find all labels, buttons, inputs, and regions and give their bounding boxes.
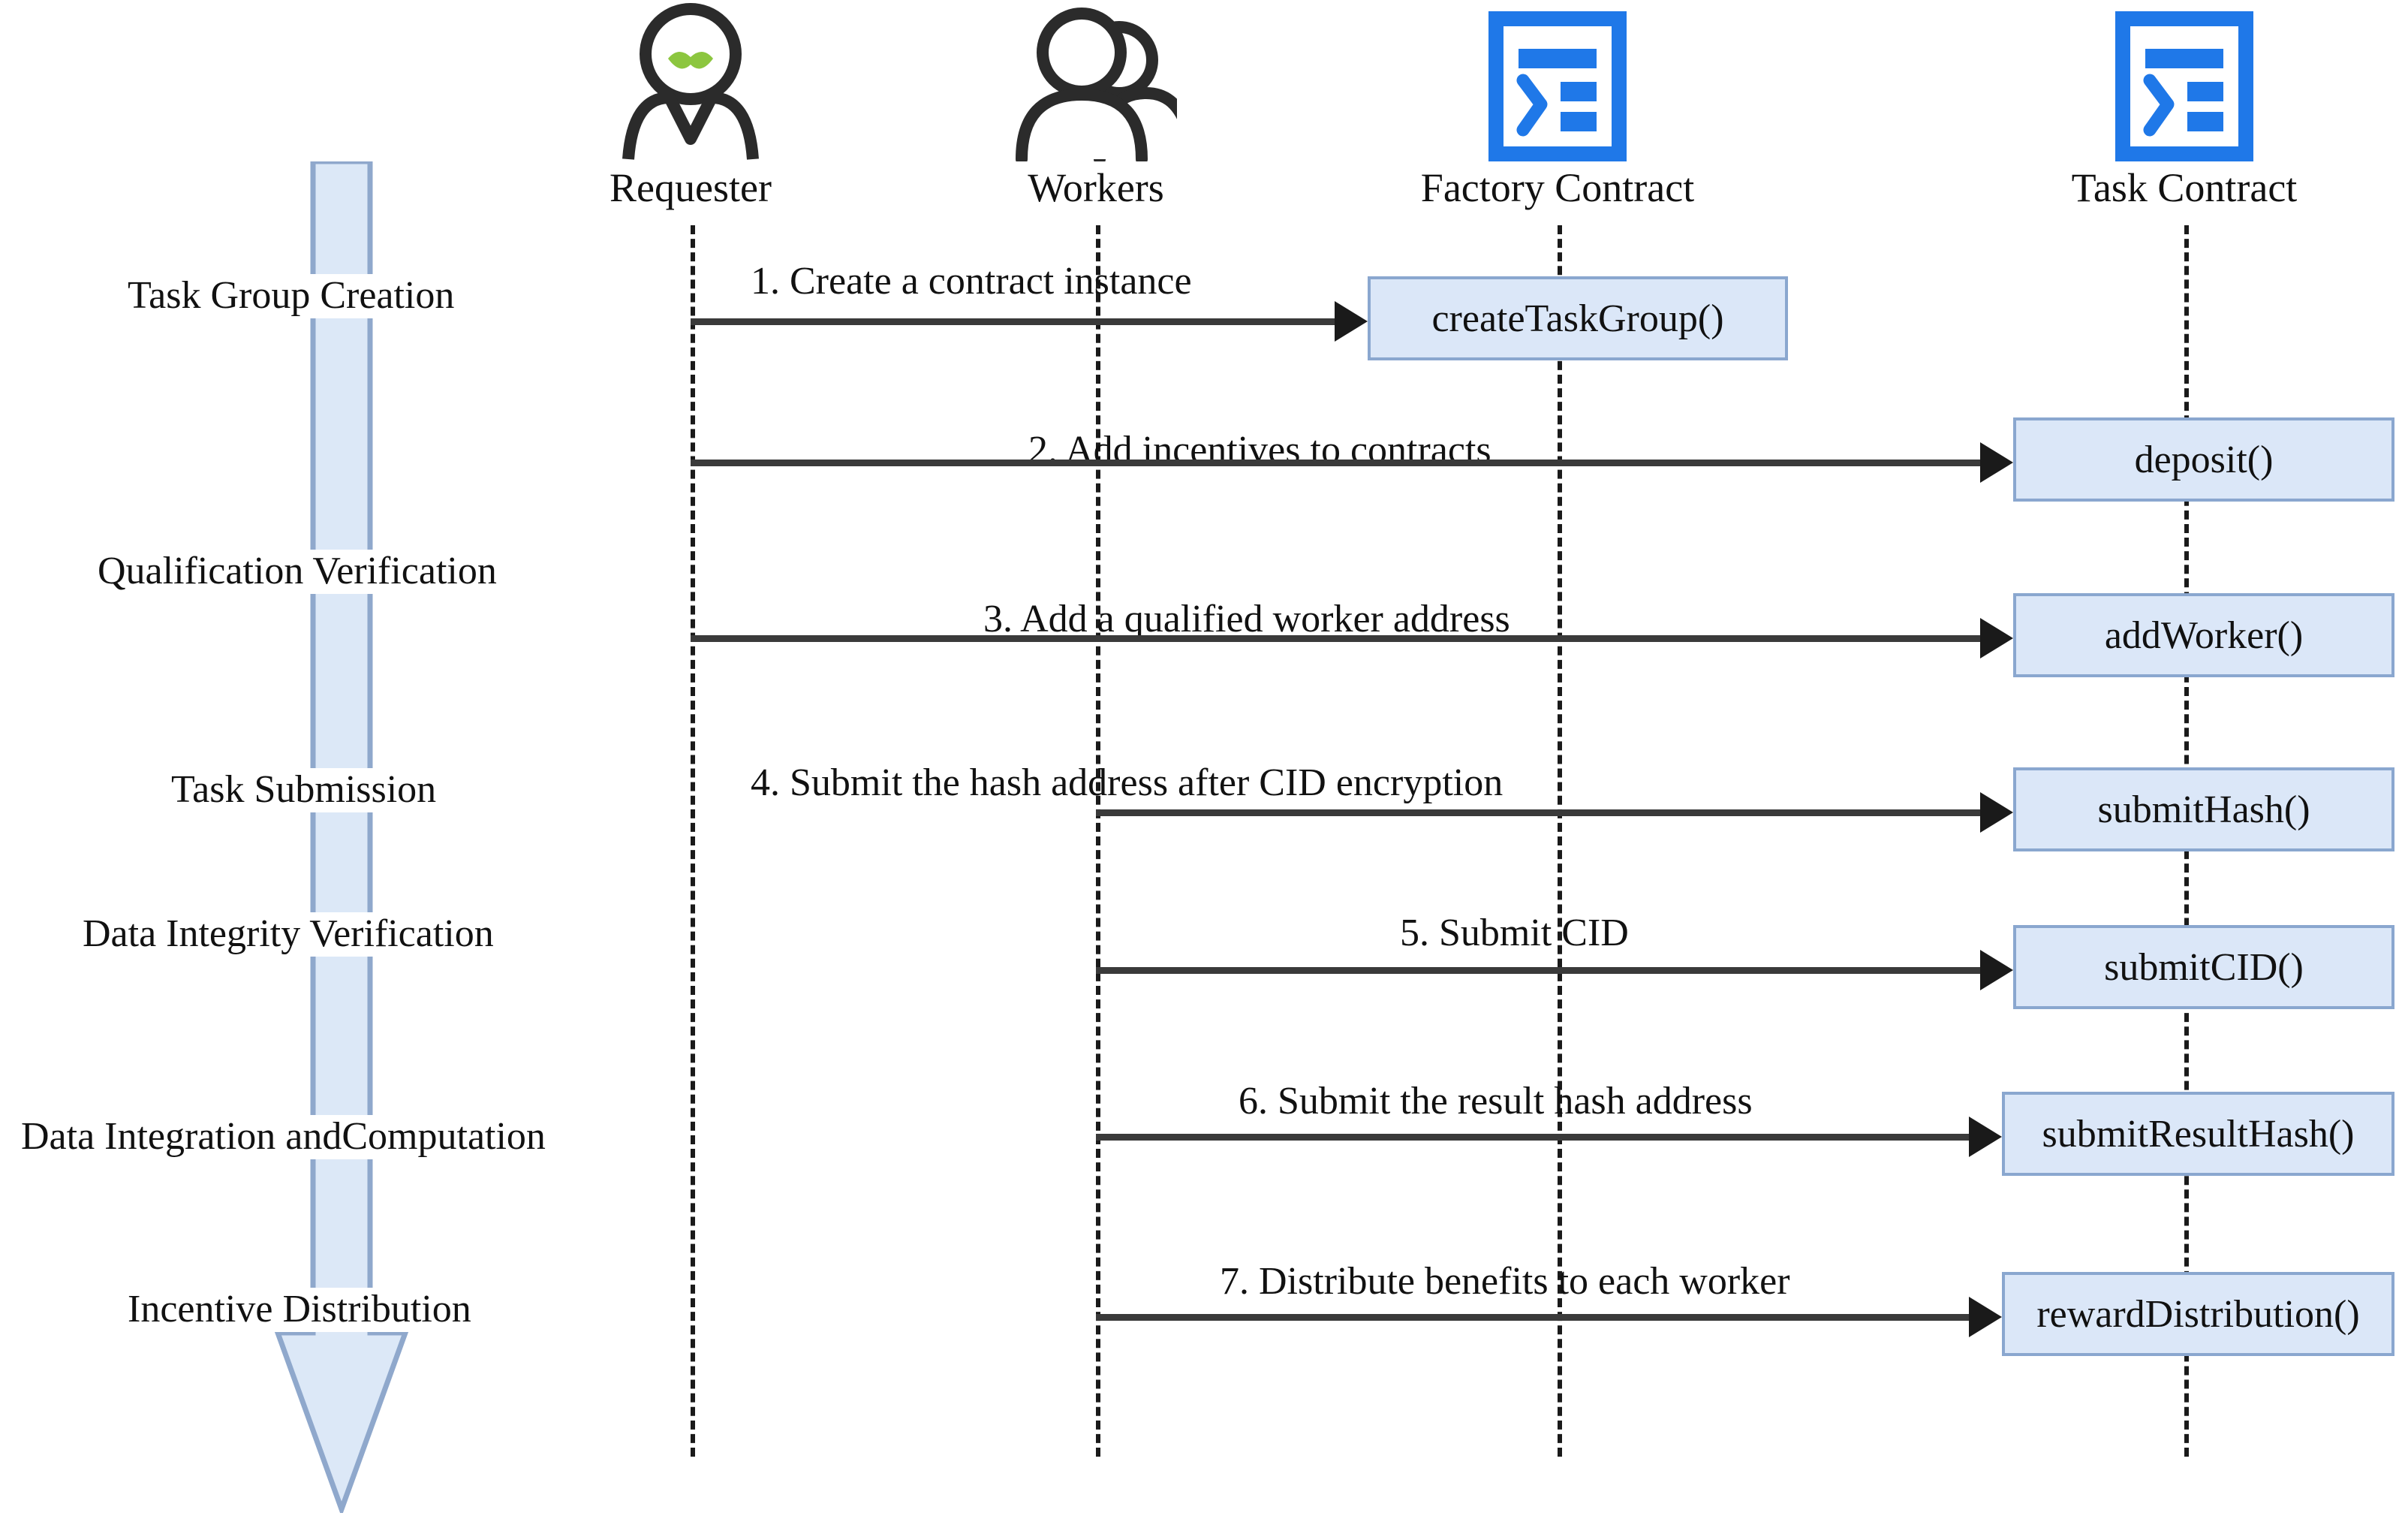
actor-workers: Workers	[901, 0, 1291, 211]
message-arrowhead-4	[1980, 792, 2013, 833]
message-label-4: 4. Submit the hash address after CID enc…	[751, 761, 1503, 804]
actor-factory-contract: Factory Contract	[1362, 0, 1753, 211]
lifeline-factory-contract	[1558, 225, 1562, 1457]
method-box-createTaskGroup[interactable]: createTaskGroup()	[1368, 276, 1788, 360]
lifeline-requester	[691, 225, 695, 1457]
method-box-deposit[interactable]: deposit()	[2013, 417, 2394, 502]
actor-label-requester: Requester	[610, 165, 772, 210]
message-arrowhead-5	[1980, 950, 2013, 990]
phase-label-task-submission: Task Submission	[164, 768, 444, 812]
phase-progress-arrow	[274, 161, 409, 1513]
message-arrowhead-2	[1980, 442, 2013, 483]
message-line-7	[1096, 1314, 1970, 1321]
contract-console-glyph	[1488, 11, 1627, 161]
people-group-icon	[901, 0, 1291, 161]
contract-console-icon-factory	[1362, 0, 1753, 161]
contract-console-glyph	[2115, 11, 2253, 161]
method-box-submitResultHash[interactable]: submitResultHash()	[2002, 1092, 2394, 1176]
person-mustache-icon	[495, 0, 886, 161]
actor-label-task-contract: Task Contract	[2071, 165, 2298, 210]
method-box-submitHash[interactable]: submitHash()	[2013, 767, 2394, 851]
message-arrowhead-1	[1335, 301, 1368, 342]
message-arrowhead-6	[1969, 1117, 2002, 1157]
phase-label-task-group-creation: Task Group Creation	[120, 274, 462, 318]
message-line-4	[1096, 809, 1982, 816]
message-arrowhead-7	[1969, 1297, 2002, 1337]
message-label-6: 6. Submit the result hash address	[1239, 1080, 1753, 1123]
actor-label-factory-contract: Factory Contract	[1420, 165, 1695, 210]
method-box-submitCID[interactable]: submitCID()	[2013, 925, 2394, 1009]
message-line-5	[1096, 967, 1982, 974]
method-box-rewardDistribution[interactable]: rewardDistribution()	[2002, 1272, 2394, 1356]
actor-task-contract: Task Contract	[1989, 0, 2379, 211]
message-label-7: 7. Distribute benefits to each worker	[1220, 1260, 1790, 1303]
person-mustache-glyph	[622, 3, 759, 160]
phase-label-qualification-verification: Qualification Verification	[90, 550, 504, 594]
message-arrowhead-3	[1980, 618, 2013, 658]
lifeline-workers	[1096, 225, 1100, 1457]
actor-label-workers: Workers	[1028, 165, 1164, 210]
phase-label-incentive-distribution: Incentive Distribution	[120, 1288, 479, 1332]
actor-requester: Requester	[495, 0, 886, 211]
people-group-glyph	[1015, 8, 1177, 161]
contract-console-icon-task	[1989, 0, 2379, 161]
message-label-5: 5. Submit CID	[1400, 912, 1629, 954]
message-line-3	[691, 635, 1982, 642]
message-line-1	[691, 318, 1336, 325]
method-box-addWorker[interactable]: addWorker()	[2013, 593, 2394, 677]
message-label-3: 3. Add a qualified worker address	[983, 598, 1510, 640]
phase-label-data-integration-and-computation: Data Integration andComputation	[14, 1115, 553, 1159]
phase-label-data-integrity-verification: Data Integrity Verification	[75, 912, 501, 957]
message-line-2	[691, 460, 1982, 466]
message-line-6	[1096, 1134, 1970, 1141]
message-label-1: 1. Create a contract instance	[751, 260, 1192, 303]
